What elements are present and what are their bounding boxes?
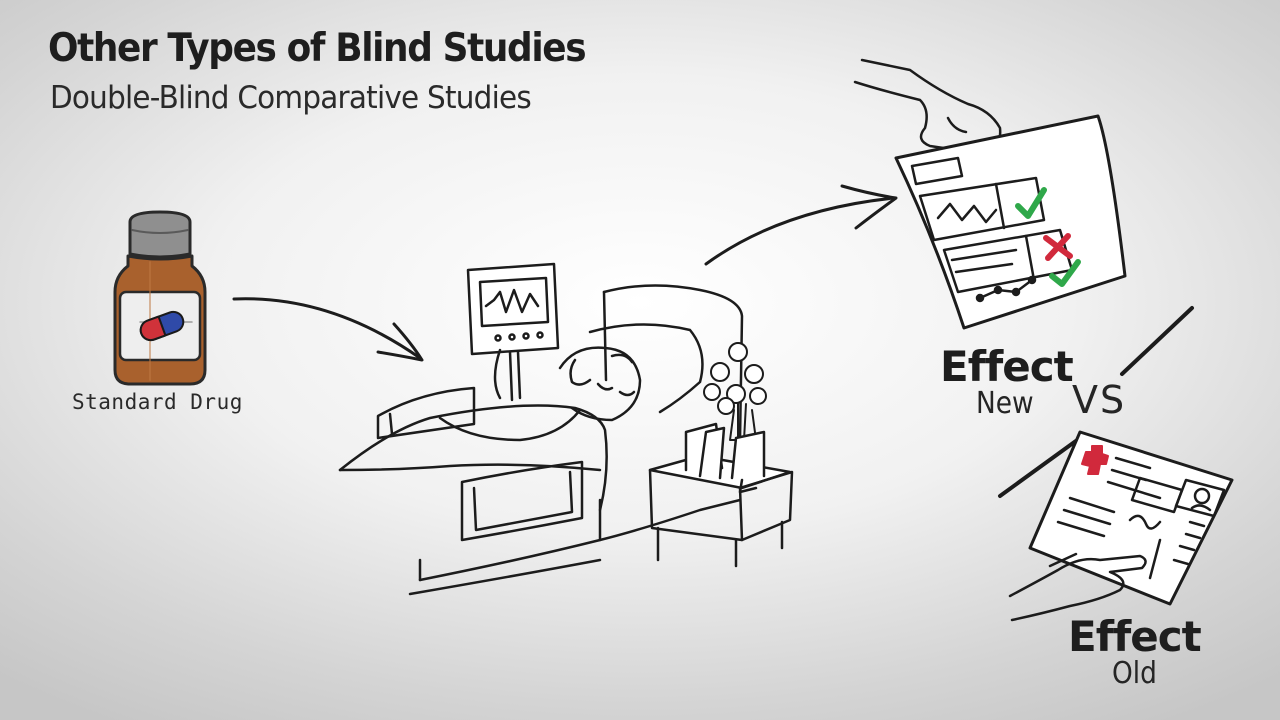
flowers-icon <box>704 343 766 440</box>
checkmark-icon <box>1052 262 1078 284</box>
effect-new-heading: Effect <box>940 342 1074 391</box>
page-subtitle: Double-Blind Comparative Studies <box>50 80 532 116</box>
report-sheet-icon <box>896 116 1125 328</box>
heart-monitor-icon <box>468 264 558 400</box>
hand-icon <box>1010 554 1146 620</box>
divider-line <box>1000 308 1192 496</box>
effect-new-label: New <box>976 386 1034 421</box>
arrow-to-patient <box>234 299 422 360</box>
versus-label: VS <box>1072 378 1127 422</box>
effect-old-heading: Effect <box>1068 612 1202 661</box>
hospital-bed-icon <box>340 264 742 594</box>
capsule-icon <box>138 309 186 343</box>
medical-record-icon <box>1030 432 1232 604</box>
standard-drug-label: Standard Drug <box>72 390 243 414</box>
cross-mark-icon <box>1046 236 1070 258</box>
arrow-to-report <box>706 186 896 264</box>
checkmark-icon <box>1018 190 1044 216</box>
bedside-table <box>650 424 792 566</box>
medicine-bottle-icon <box>115 212 205 384</box>
effect-old-label: Old <box>1112 656 1157 691</box>
page-title: Other Types of Blind Studies <box>48 26 587 71</box>
